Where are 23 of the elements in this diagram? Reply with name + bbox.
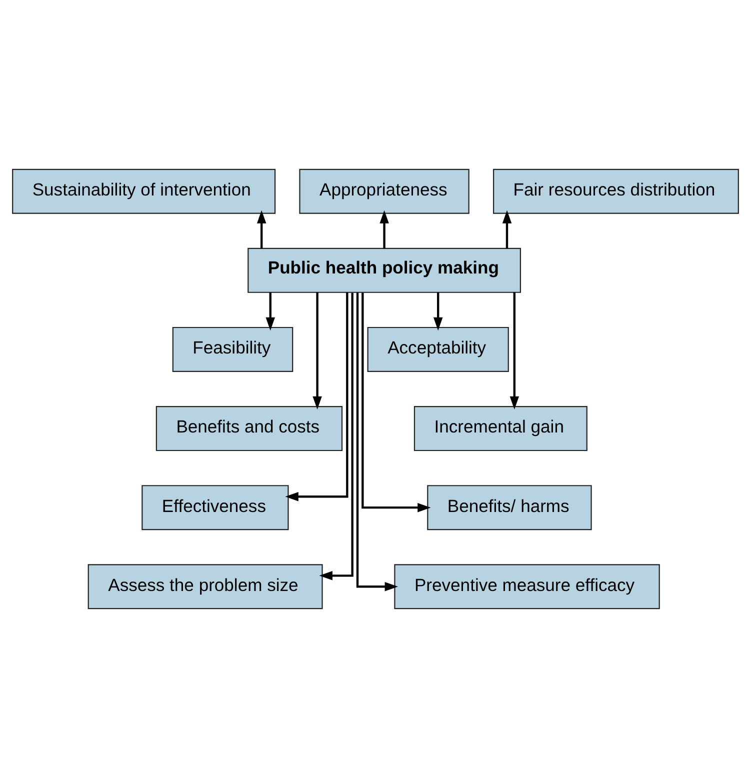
arrow	[362, 292, 431, 512]
node-box: Preventive measure efficacy	[394, 564, 660, 609]
node-box: Feasibility	[172, 326, 294, 372]
arrow	[256, 210, 266, 248]
arrow	[312, 292, 322, 410]
node-box: Fair resources distribution	[493, 168, 739, 214]
node-box: Assess the problem size	[88, 564, 323, 609]
node-box: Public health policy making	[248, 247, 521, 292]
node-box: Effectiveness	[142, 484, 289, 530]
node-box: Incremental gain	[414, 406, 588, 451]
arrow	[285, 292, 348, 501]
node-box: Benefits/ harms	[427, 484, 592, 530]
arrow	[266, 292, 275, 330]
arrow	[433, 292, 443, 330]
arrow	[319, 292, 354, 580]
node-box: Sustainability of intervention	[12, 168, 276, 214]
node-box: Benefits and costs	[156, 406, 343, 451]
arrow	[510, 292, 520, 410]
node-box: Acceptability	[367, 326, 509, 372]
arrow	[502, 210, 512, 248]
arrow	[380, 210, 389, 248]
arrow	[356, 292, 398, 591]
node-box: Appropriateness	[299, 168, 470, 214]
